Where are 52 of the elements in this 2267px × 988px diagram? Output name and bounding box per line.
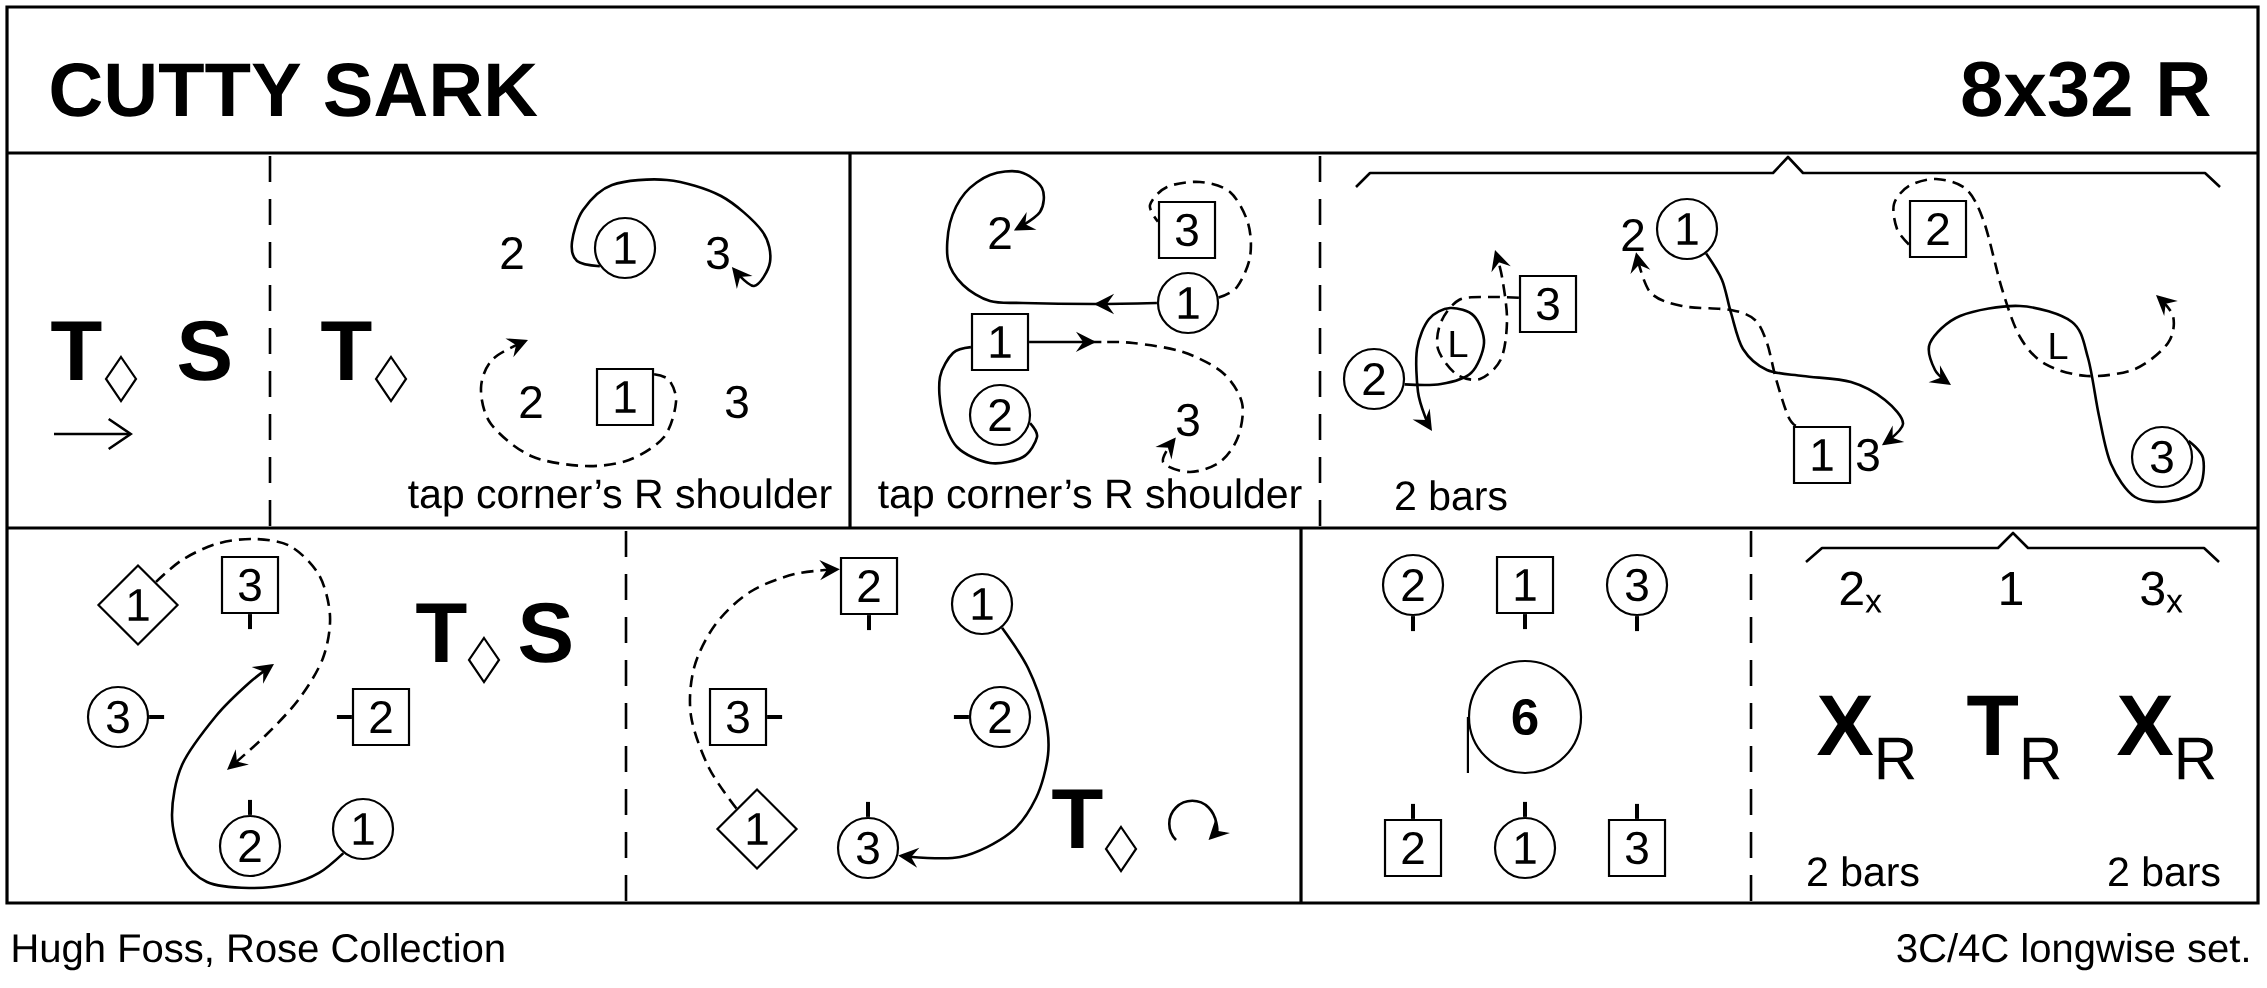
bar-count: 2 bars bbox=[1396, 480, 1507, 511]
numbered-square: 3 bbox=[708, 687, 768, 747]
numbered-square: 3 bbox=[1607, 818, 1667, 878]
position-number: 2 bbox=[1622, 218, 1644, 252]
numbered-square: 3 bbox=[220, 555, 280, 615]
count-label: 3$_{x}$ bbox=[2141, 571, 2183, 613]
letter-mark: L bbox=[2050, 332, 2068, 360]
numbered-square: 1 bbox=[595, 367, 655, 427]
numbered-square: 3 bbox=[1157, 200, 1217, 260]
letter-mark: L bbox=[1450, 330, 1468, 358]
symbol-letter: T$_{R}$ bbox=[1967, 695, 2060, 780]
curved-arrow bbox=[570, 178, 772, 289]
numbered-square: 3 bbox=[1518, 274, 1578, 334]
symbol-letter: T bbox=[51, 321, 102, 380]
heading-text: 8x32 R bbox=[1962, 61, 2210, 117]
note-text: tap corner’s R shoulder bbox=[878, 478, 1302, 517]
numbered-square: 1 bbox=[1792, 425, 1852, 485]
symbol-letter: T bbox=[1052, 789, 1103, 848]
count-label: 1 bbox=[2001, 571, 2022, 605]
bar-count: 2 bars bbox=[2109, 856, 2220, 887]
symbol-letter: X$_{R}$ bbox=[2117, 695, 2215, 780]
note-text: tap corner’s R shoulder bbox=[408, 478, 832, 517]
position-number: 2 bbox=[501, 236, 523, 270]
numbered-square: 2 bbox=[1908, 199, 1968, 259]
title: CUTTY SARK bbox=[51, 62, 538, 117]
symbol-letter: T bbox=[321, 321, 372, 380]
position-number: 2 bbox=[520, 385, 542, 419]
credit-text: Hugh Foss, Rose Collection bbox=[13, 933, 504, 971]
position-number: 2 bbox=[989, 216, 1011, 250]
numbered-square: 2 bbox=[1383, 818, 1443, 878]
dashed-arrow bbox=[155, 537, 332, 770]
dashed-arrow bbox=[479, 338, 678, 468]
position-number: 3 bbox=[1177, 403, 1199, 437]
numbered-square: 2 bbox=[351, 687, 411, 747]
numbered-square: 1 bbox=[970, 312, 1030, 372]
position-number: 3 bbox=[725, 385, 748, 419]
set-type-text: 3C/4C longwise set. bbox=[1897, 933, 2248, 971]
symbol-letter: S bbox=[519, 602, 571, 663]
position-number: 3 bbox=[1857, 438, 1879, 472]
symbol-letter: T bbox=[416, 603, 467, 662]
curved-arrow bbox=[945, 169, 1157, 315]
curved-arrow bbox=[1927, 304, 2206, 504]
bar-count: 2 bars bbox=[1808, 856, 1919, 887]
numbered-square: 1 bbox=[1495, 555, 1555, 615]
position-number: 3 bbox=[706, 236, 729, 270]
count-label: 2$_{x}$ bbox=[1840, 571, 1882, 613]
curved-arrow bbox=[170, 664, 345, 890]
numbered-square: 2 bbox=[839, 556, 899, 616]
symbol-letter: X$_{R}$ bbox=[1817, 695, 1915, 780]
dashed-arrow bbox=[1029, 331, 1245, 474]
curved-line bbox=[937, 345, 1039, 465]
symbol-letter: S bbox=[178, 320, 230, 381]
